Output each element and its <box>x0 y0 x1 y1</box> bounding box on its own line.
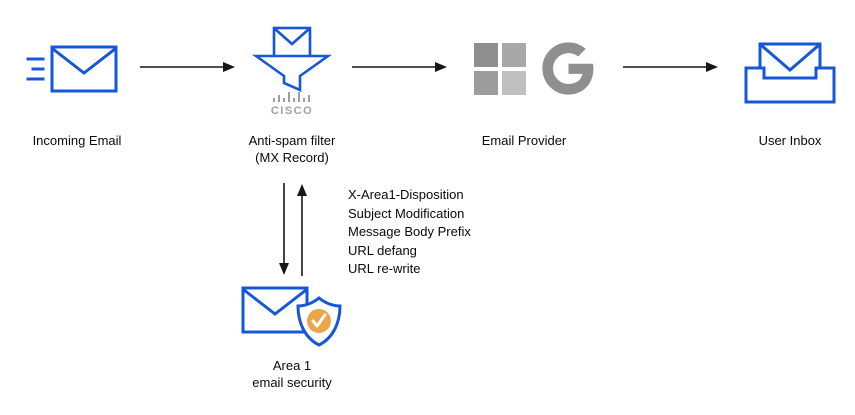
annotation-line: URL re-write <box>348 261 421 276</box>
area1-shield-envelope-icon <box>241 286 342 347</box>
flow-arrow-3 <box>623 62 718 72</box>
up-arrow <box>297 184 307 276</box>
flow-arrow-2 <box>352 62 447 72</box>
cisco-logo-bars <box>273 92 310 102</box>
area1-label: Area 1 email security <box>232 357 352 391</box>
incoming-email-label: Incoming Email <box>32 133 122 148</box>
annotation-line: X-Area1-Disposition <box>348 187 464 202</box>
google-logo-wrap <box>540 40 597 97</box>
microsoft-logo-icon <box>474 43 526 95</box>
annotation-line: URL defang <box>348 242 417 258</box>
antispam-filter-label: Anti-spam filter (MX Record) <box>232 132 352 166</box>
area1-node <box>241 284 345 356</box>
email-provider-node <box>474 43 526 95</box>
annotation-list: X-Area1-Disposition Subject Modification… <box>348 186 471 279</box>
antispam-filter-icon: CISCO <box>251 26 333 116</box>
check-icon <box>311 313 327 328</box>
antispam-filter-node: CISCO <box>250 26 334 116</box>
antispam-filter-label-line1: Anti-spam filter <box>248 133 336 148</box>
area1-label-line2: email security <box>252 375 332 390</box>
annotation-line: Message Body Prefix <box>348 224 471 239</box>
annotation-line: Subject Modification <box>348 205 465 221</box>
email-provider-label: Email Provider <box>481 133 567 148</box>
cisco-logo-text: CISCO <box>271 105 313 116</box>
antispam-filter-label-line2: (MX Record) <box>255 150 329 165</box>
incoming-email-node <box>26 40 121 98</box>
incoming-email-icon <box>26 45 118 93</box>
google-logo-icon <box>542 42 594 95</box>
area1-label-line1: Area 1 <box>272 358 312 373</box>
user-inbox-node <box>744 42 836 104</box>
user-inbox-icon <box>744 42 836 104</box>
flow-arrow-1 <box>140 62 235 72</box>
down-arrow <box>279 183 289 275</box>
user-inbox-label: User Inbox <box>758 133 822 148</box>
down-up-arrows <box>279 183 307 276</box>
